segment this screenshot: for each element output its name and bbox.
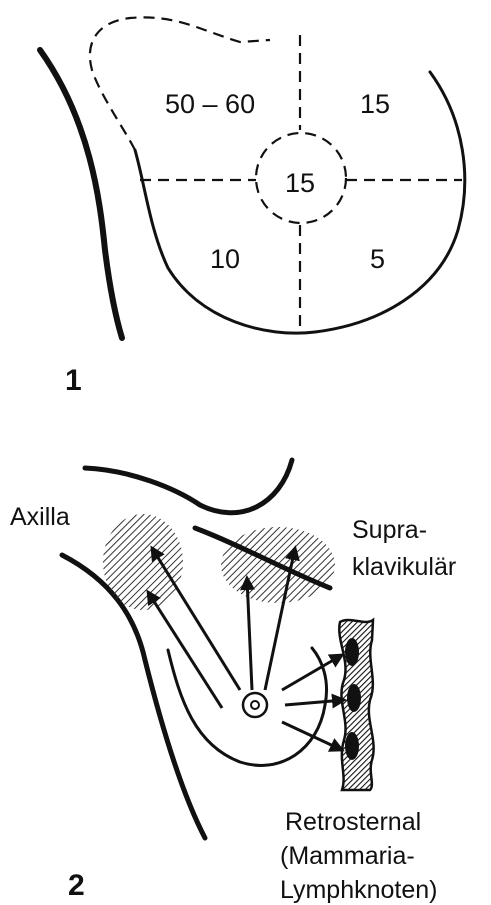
- upper-outer-percentage: 50 – 60: [165, 89, 255, 119]
- retrosternal-node-1: [345, 638, 359, 666]
- retrosternal-node-2: [347, 684, 361, 712]
- retrosternal-label-line3: Lymphknoten): [280, 876, 438, 904]
- lower-outer-percentage: 10: [210, 244, 240, 274]
- axilla-label: Axilla: [10, 503, 70, 531]
- figure-2-number: 2: [68, 869, 85, 902]
- arrow-to-axilla-lower: [148, 592, 222, 708]
- breast-outline-2: [168, 648, 327, 765]
- retrosternal-label-line2: (Mammaria-: [280, 842, 415, 870]
- figure-1-number: 1: [65, 364, 82, 397]
- retrosternal-label-line1: Retrosternal: [285, 808, 421, 836]
- nipple-outer: [243, 693, 267, 717]
- central-percentage: 15: [285, 168, 315, 198]
- figure-1-quadrant-diagram: 50 – 60 15 15 10 5 1: [40, 17, 465, 397]
- arrow-to-retrosternal-upper: [282, 655, 342, 690]
- arrow-to-retrosternal-middle: [285, 700, 344, 705]
- upper-inner-percentage: 15: [360, 89, 390, 119]
- figure-2-lymph-drainage-diagram: Axilla Supra- klavikulär Retrosternal (M…: [10, 460, 456, 904]
- supraclavicular-label-line1: Supra-: [352, 516, 427, 544]
- lower-inner-percentage: 5: [370, 244, 385, 274]
- axillary-tail-outline: [90, 17, 270, 150]
- retrosternal-node-3: [345, 732, 359, 760]
- axillary-lymph-nodes: [103, 514, 183, 610]
- arrow-to-retrosternal-lower: [282, 722, 342, 750]
- torso-outline: [40, 50, 122, 338]
- supraclavicular-label-line2: klavikulär: [352, 553, 456, 581]
- nipple-inner: [251, 701, 259, 709]
- shoulder-outline: [85, 460, 292, 513]
